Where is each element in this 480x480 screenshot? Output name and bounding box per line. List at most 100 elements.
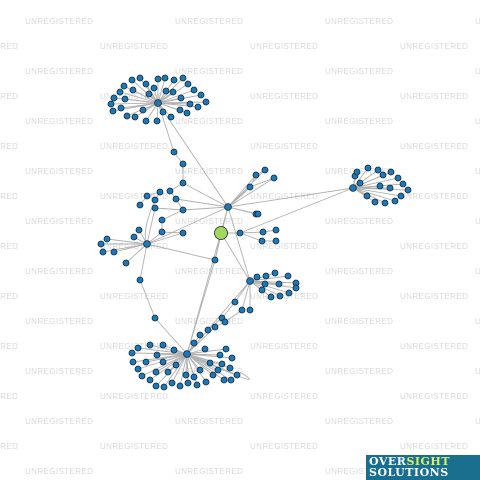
graph-node[interactable]: [379, 171, 387, 179]
graph-node[interactable]: [271, 269, 279, 277]
graph-node[interactable]: [143, 192, 151, 200]
graph-node[interactable]: [176, 382, 184, 390]
graph-node[interactable]: [184, 379, 192, 387]
graph-node[interactable]: [136, 276, 144, 284]
graph-node[interactable]: [151, 314, 159, 322]
graph-node[interactable]: [236, 229, 244, 237]
graph-node[interactable]: [123, 112, 131, 120]
graph-node[interactable]: [136, 201, 144, 209]
graph-node[interactable]: [139, 106, 147, 114]
graph-node[interactable]: [261, 280, 269, 288]
graph-node[interactable]: [258, 286, 266, 294]
graph-node[interactable]: [168, 379, 176, 387]
graph-node[interactable]: [391, 197, 399, 205]
graph-node[interactable]: [179, 179, 187, 187]
graph-node[interactable]: [182, 371, 190, 379]
graph-node[interactable]: [399, 180, 407, 188]
graph-node[interactable]: [275, 280, 283, 288]
graph-node[interactable]: [201, 345, 209, 353]
graph-node[interactable]: [97, 240, 105, 248]
graph-node[interactable]: [238, 306, 246, 314]
graph-node[interactable]: [272, 237, 280, 245]
graph-node[interactable]: [169, 88, 177, 96]
graph-node[interactable]: [202, 378, 210, 386]
graph-node[interactable]: [162, 87, 170, 95]
graph-node[interactable]: [166, 187, 174, 195]
graph-node[interactable]: [176, 106, 184, 114]
graph-node[interactable]: [142, 358, 150, 366]
graph-node[interactable]: [184, 80, 192, 88]
graph-node[interactable]: [197, 91, 205, 99]
graph-node[interactable]: [170, 346, 178, 354]
graph-node[interactable]: [394, 174, 402, 182]
graph-node[interactable]: [179, 229, 187, 237]
graph-hub-node[interactable]: [154, 99, 162, 107]
graph-node[interactable]: [159, 358, 167, 366]
graph-node[interactable]: [177, 94, 185, 102]
graph-node[interactable]: [387, 168, 395, 176]
graph-node[interactable]: [261, 166, 269, 174]
graph-node[interactable]: [122, 259, 130, 267]
graph-node[interactable]: [179, 74, 187, 82]
graph-node[interactable]: [154, 75, 162, 83]
graph-node[interactable]: [356, 179, 364, 187]
graph-node[interactable]: [253, 273, 261, 281]
graph-node[interactable]: [218, 360, 226, 368]
graph-node[interactable]: [190, 86, 198, 94]
graph-node[interactable]: [381, 199, 389, 207]
graph-node[interactable]: [135, 226, 143, 234]
graph-node[interactable]: [158, 216, 166, 224]
graph-node[interactable]: [134, 365, 142, 373]
graph-node[interactable]: [186, 100, 194, 108]
graph-node[interactable]: [170, 148, 178, 156]
graph-node[interactable]: [209, 371, 217, 379]
graph-node[interactable]: [134, 344, 142, 352]
graph-node[interactable]: [103, 235, 111, 243]
graph-node[interactable]: [170, 76, 178, 84]
graph-node[interactable]: [252, 171, 260, 179]
graph-node[interactable]: [142, 117, 150, 125]
graph-node[interactable]: [276, 292, 284, 300]
graph-node[interactable]: [151, 204, 159, 212]
graph-node[interactable]: [159, 341, 167, 349]
graph-node[interactable]: [285, 289, 293, 297]
graph-node[interactable]: [146, 341, 154, 349]
graph-node[interactable]: [221, 318, 229, 326]
graph-node[interactable]: [129, 86, 137, 94]
graph-node[interactable]: [107, 100, 115, 108]
graph-node[interactable]: [142, 80, 150, 88]
graph-node[interactable]: [128, 349, 136, 357]
graph-node[interactable]: [161, 74, 169, 82]
graph-node[interactable]: [130, 233, 138, 241]
graph-node[interactable]: [196, 366, 204, 374]
graph-node[interactable]: [158, 228, 166, 236]
graph-node[interactable]: [246, 306, 254, 314]
graph-node[interactable]: [259, 228, 267, 236]
graph-node[interactable]: [109, 107, 117, 115]
graph-node[interactable]: [160, 383, 168, 391]
graph-hub-node[interactable]: [349, 184, 357, 192]
graph-node[interactable]: [267, 293, 275, 301]
graph-node[interactable]: [167, 113, 175, 121]
graph-node[interactable]: [179, 160, 187, 168]
focus-node[interactable]: [214, 226, 228, 240]
graph-node[interactable]: [262, 272, 270, 280]
graph-node[interactable]: [164, 368, 172, 376]
graph-node[interactable]: [153, 351, 161, 359]
graph-node[interactable]: [270, 174, 278, 182]
graph-node[interactable]: [116, 88, 124, 96]
graph-node[interactable]: [190, 373, 198, 381]
graph-node[interactable]: [228, 354, 236, 362]
graph-node[interactable]: [364, 164, 372, 172]
graph-node[interactable]: [194, 103, 202, 111]
graph-node[interactable]: [292, 284, 300, 292]
graph-hub-node[interactable]: [183, 350, 191, 358]
graph-node[interactable]: [211, 256, 219, 264]
graph-node[interactable]: [152, 368, 160, 376]
graph-node[interactable]: [404, 186, 412, 194]
graph-node[interactable]: [152, 382, 160, 390]
graph-node[interactable]: [131, 113, 139, 121]
graph-node[interactable]: [190, 339, 198, 347]
graph-node[interactable]: [202, 98, 210, 106]
graph-node[interactable]: [231, 298, 239, 306]
